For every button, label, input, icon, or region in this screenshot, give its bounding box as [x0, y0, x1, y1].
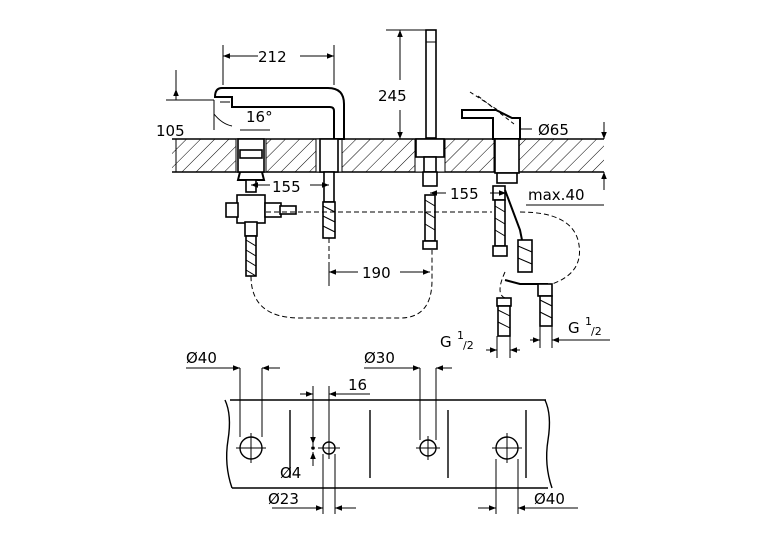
dim-spout-angle: 16° [213, 100, 273, 131]
dim-spacing-left: 155 [251, 178, 329, 196]
dim-label-o30: Ø30 [364, 349, 395, 367]
dim-label-245: 245 [378, 87, 407, 105]
dim-label-16: 16 [348, 376, 367, 394]
dim-hole-right: Ø40 [478, 459, 578, 514]
spout [213, 87, 345, 173]
dim-spacing-right: 155 [430, 185, 506, 203]
svg-text:1: 1 [457, 329, 464, 342]
dim-offset-16: 16 [300, 376, 370, 446]
dim-small-hole: Ø4 [280, 430, 316, 482]
dim-lever-diameter: Ø65 [520, 121, 607, 190]
left-valve [225, 138, 297, 277]
dim-label-thread-left: G [440, 333, 452, 351]
dim-hole-mid: Ø30 [364, 349, 452, 440]
countertop [172, 138, 604, 173]
dim-label-212: 212 [258, 48, 287, 66]
dim-label-105: 105 [156, 122, 185, 140]
dim-hole-left: Ø40 [186, 349, 280, 437]
hole-o4 [311, 446, 315, 450]
dim-thread-right: G 1 /2 [530, 315, 610, 348]
dim-label-max40: max.40 [528, 186, 585, 204]
dim-hose-spacing: 190 [328, 262, 430, 286]
mixer-lever [461, 91, 553, 337]
dim-hole-23: Ø23 [268, 454, 356, 514]
dim-thread-left: G 1 /2 [440, 329, 520, 358]
dim-label-o40-left: Ø40 [186, 349, 217, 367]
dim-label-190: 190 [362, 264, 391, 282]
dim-max-thickness: max.40 [520, 171, 604, 206]
dim-label-thread-right: G [568, 319, 580, 337]
dim-label-o23: Ø23 [268, 490, 299, 508]
dim-label-o40-right: Ø40 [534, 490, 565, 508]
svg-text:/2: /2 [463, 339, 474, 352]
dim-shower-height: 245 [378, 29, 426, 139]
svg-text:1: 1 [585, 315, 592, 328]
holes [236, 433, 522, 463]
spout-hose [322, 171, 336, 239]
dim-label-o4: Ø4 [280, 464, 301, 482]
dim-spout-height: 105 [156, 70, 214, 172]
hole-layout-plate [224, 399, 553, 489]
dim-label-155-right: 155 [450, 185, 479, 203]
dim-label-o65: Ø65 [538, 121, 569, 139]
dim-spout-reach: 212 [222, 45, 335, 85]
hand-shower [415, 29, 445, 250]
dim-label-155-left: 155 [272, 178, 301, 196]
svg-text:/2: /2 [591, 325, 602, 338]
dim-label-angle: 16° [246, 108, 273, 126]
